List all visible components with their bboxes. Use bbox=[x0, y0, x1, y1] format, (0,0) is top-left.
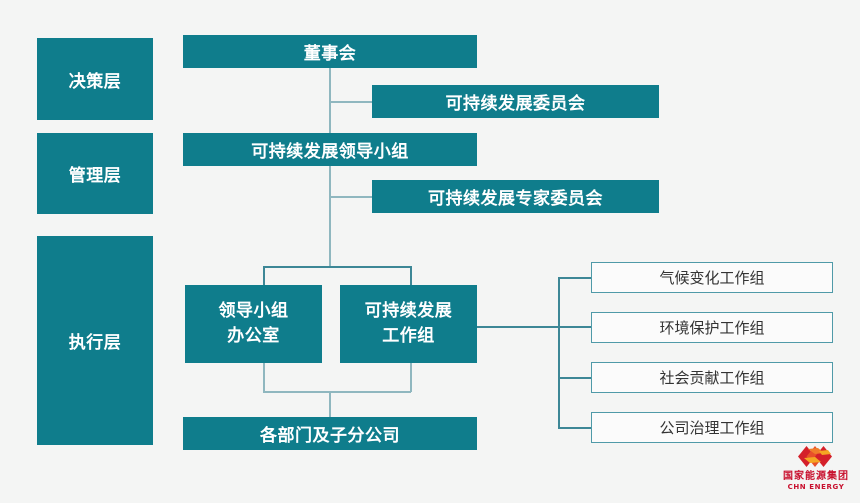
node-sd-leading-group[interactable]: 可持续发展领导小组 bbox=[183, 133, 477, 166]
working-group-climate-label: 气候变化工作组 bbox=[659, 269, 765, 287]
working-group-environment[interactable]: 环境保护工作组 bbox=[591, 312, 833, 343]
connector-to-sd-working-group bbox=[410, 266, 412, 286]
connector-leading-group-down bbox=[329, 166, 331, 267]
node-sd-working-group-line2: 工作组 bbox=[382, 326, 435, 346]
logo-name-en: CHN ENERGY bbox=[787, 483, 845, 491]
chn-energy-logo: 国家能源集团 CHN ENERGY bbox=[779, 443, 853, 493]
working-group-governance-label: 公司治理工作组 bbox=[659, 419, 765, 437]
connector-bus-to-governance bbox=[558, 427, 591, 429]
connector-leading-group-to-expert-committee bbox=[329, 196, 373, 198]
node-sd-committee[interactable]: 可持续发展委员会 bbox=[372, 85, 659, 118]
node-sd-leading-group-label: 可持续发展领导小组 bbox=[251, 142, 409, 162]
layer-label-decision-text: 决策层 bbox=[68, 71, 122, 92]
node-sd-working-group[interactable]: 可持续发展 工作组 bbox=[340, 285, 477, 363]
connector-bus-to-environment bbox=[558, 326, 591, 328]
node-sd-expert-committee[interactable]: 可持续发展专家委员会 bbox=[372, 180, 659, 213]
node-departments-label: 各部门及子分公司 bbox=[260, 426, 400, 446]
layer-label-execution: 执行层 bbox=[37, 236, 153, 445]
node-sd-committee-label: 可持续发展委员会 bbox=[445, 94, 586, 114]
working-group-environment-label: 环境保护工作组 bbox=[659, 319, 765, 337]
node-board[interactable]: 董事会 bbox=[183, 35, 477, 68]
node-leading-group-office-line2: 办公室 bbox=[227, 326, 280, 346]
node-leading-group-office[interactable]: 领导小组 办公室 bbox=[185, 285, 322, 363]
connector-sd-working-group-down bbox=[410, 363, 412, 392]
layer-label-execution-text: 执行层 bbox=[68, 333, 122, 353]
node-board-label: 董事会 bbox=[303, 44, 357, 64]
node-sd-expert-committee-label: 可持续发展专家委员会 bbox=[428, 189, 603, 209]
working-group-governance[interactable]: 公司治理工作组 bbox=[591, 412, 833, 443]
working-group-climate[interactable]: 气候变化工作组 bbox=[591, 262, 833, 293]
node-sd-working-group-line1: 可持续发展 bbox=[364, 301, 453, 322]
connector-execution-split-bar bbox=[263, 266, 411, 268]
connector-leading-group-office-down bbox=[263, 363, 265, 392]
node-departments[interactable]: 各部门及子分公司 bbox=[183, 417, 477, 450]
connector-to-leading-group-office bbox=[263, 266, 265, 286]
layer-label-management: 管理层 bbox=[37, 133, 153, 214]
node-leading-group-office-line1: 领导小组 bbox=[218, 301, 289, 322]
logo-name-cn: 国家能源集团 bbox=[783, 471, 849, 482]
connector-departments-merge-bar bbox=[263, 391, 411, 393]
layer-label-management-text: 管理层 bbox=[68, 166, 122, 186]
connector-bus-to-climate bbox=[558, 277, 591, 279]
connector-sd-working-group-to-bus bbox=[477, 326, 559, 328]
working-group-social[interactable]: 社会贡献工作组 bbox=[591, 362, 833, 393]
connector-merge-to-departments bbox=[329, 391, 331, 418]
layer-label-decision: 决策层 bbox=[37, 38, 153, 120]
connector-board-to-sd-committee bbox=[329, 101, 373, 103]
connector-bus-to-social bbox=[558, 377, 591, 379]
working-group-social-label: 社会贡献工作组 bbox=[659, 369, 765, 387]
connector-working-group-bus bbox=[558, 277, 560, 428]
chn-energy-logo-icon bbox=[798, 446, 832, 467]
